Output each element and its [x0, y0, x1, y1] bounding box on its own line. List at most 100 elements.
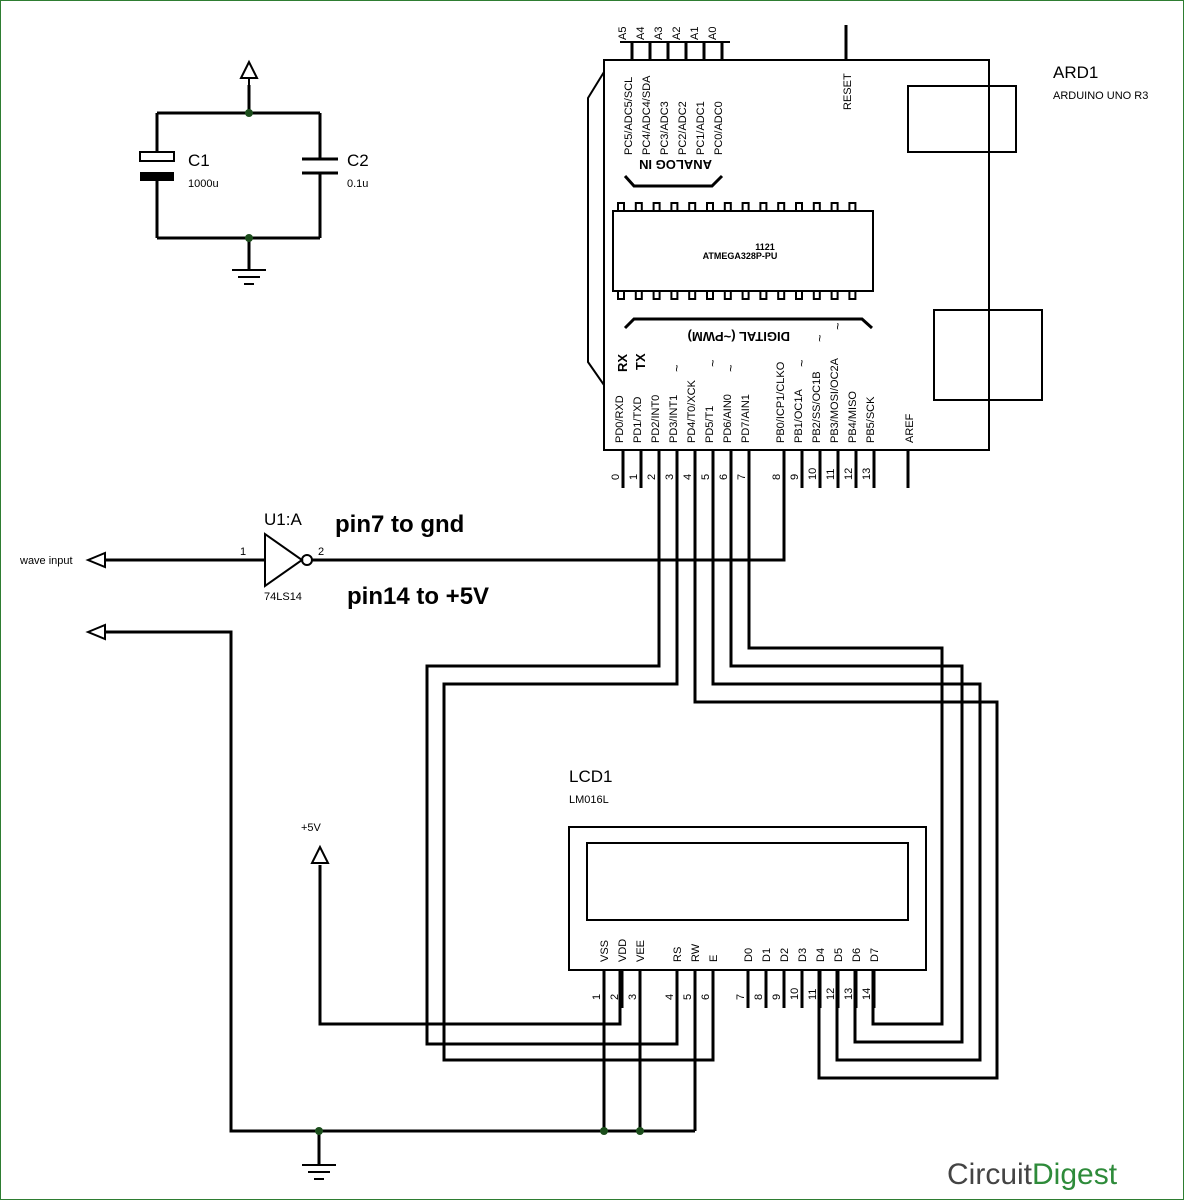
c2-value: 0.1u — [347, 178, 368, 190]
digital-pin-label: PB5/SCK — [865, 396, 877, 443]
digital-pin-number: 1 — [628, 474, 640, 480]
chip-pin — [759, 202, 768, 212]
lcd-pin-number: 11 — [807, 989, 819, 1000]
lcd-pin-number: 7 — [735, 994, 747, 1000]
digital-pin-number: 12 — [843, 468, 855, 480]
lcd-pin-number: 6 — [700, 994, 712, 1000]
power-jack — [933, 309, 1043, 401]
inverter-ref: U1:A — [264, 510, 302, 529]
digital-pin-number: 3 — [664, 474, 676, 480]
analog-header-label: A4 — [635, 27, 647, 40]
analog-header-label: A1 — [689, 27, 701, 40]
chip-pin — [670, 202, 679, 212]
digital-pin-label: PD5/T1 — [704, 406, 716, 443]
chip-pin — [688, 290, 697, 300]
arduino-model: ARDUINO UNO R3 — [1053, 90, 1148, 102]
digital-pin-number: 0 — [610, 474, 622, 480]
lcd-pin-label: D5 — [833, 948, 845, 962]
lcd-pin-number: 4 — [664, 994, 676, 1000]
chip-pin — [617, 202, 625, 212]
power-arrow-icon — [239, 59, 259, 79]
brand-logo: CircuitDigest — [947, 1158, 1118, 1191]
c1-ref: C1 — [188, 151, 210, 170]
c1-plate-bottom — [140, 172, 174, 181]
lcd-pin-number: 12 — [825, 988, 837, 1000]
digital-pin-label: PD4/T0/XCK — [686, 379, 698, 443]
lcd-pin-number: 13 — [843, 988, 855, 1000]
tilde-6: ~ — [723, 364, 738, 372]
digital-pin-number: 5 — [700, 474, 712, 480]
atmega-chip: 1121 ATMEGA328P-PU — [612, 202, 874, 300]
chip-pin — [634, 202, 643, 212]
digital-pin-number: 11 — [825, 469, 837, 480]
digital-pin-label: PD6/AIN0 — [722, 394, 734, 443]
digital-pin-label: PB1/OC1A — [793, 389, 805, 443]
analog-pin-label: PC0/ADC0 — [713, 101, 725, 155]
tilde-11: ~ — [830, 322, 845, 330]
lcd-pin-label: D1 — [761, 948, 773, 962]
arduino-ref: ARD1 — [1053, 63, 1098, 82]
inverter-part: 74LS14 — [264, 591, 302, 603]
digital-pin-label: PD0/RXD — [614, 395, 626, 443]
note-pin14: pin14 to +5V — [347, 583, 489, 610]
power-return-arrow-icon — [85, 623, 106, 641]
digital-pin-number: 9 — [789, 474, 801, 480]
lcd-pin-number: 14 — [861, 988, 873, 1000]
chip-pin — [741, 290, 750, 300]
lcd-pin-label: D7 — [869, 948, 881, 962]
analog-header-label: A2 — [671, 27, 683, 40]
lcd-pin-number: 2 — [609, 994, 621, 1000]
digital-pin-label: PB3/MOSI/OC2A — [829, 357, 841, 443]
lcd-pin-label: D4 — [815, 948, 827, 962]
arduino-outline — [603, 59, 990, 451]
c2-ref: C2 — [347, 151, 369, 170]
inverter-pin-1: 1 — [240, 546, 246, 558]
chip-pin — [830, 290, 839, 300]
lcd-pin-label: VEE — [635, 940, 647, 962]
digital-pin-number: 4 — [682, 474, 694, 480]
analog-pin-label: PC3/ADC3 — [659, 101, 671, 155]
lcd-ref: LCD1 — [569, 767, 612, 786]
c1-plate-top — [139, 151, 175, 162]
chip-pin — [741, 202, 750, 212]
digital-pin-label: PD7/AIN1 — [740, 394, 752, 443]
lcd-model: LM016L — [569, 794, 609, 806]
plus5v-label: +5V — [301, 822, 322, 834]
digital-pin-label: PD2/INT0 — [650, 395, 662, 443]
analog-pin-label: PC5/ADC5/SCL — [623, 77, 635, 155]
reset-label: RESET — [842, 73, 854, 110]
lcd-screen — [586, 842, 909, 921]
tilde-3: ~ — [669, 364, 684, 372]
digital-pin-number: 10 — [807, 468, 819, 480]
lcd-pin-label: VSS — [599, 940, 611, 962]
digital-pin-label: PB0/ICP1/CLKO — [775, 361, 787, 443]
chip-line1: 1121 — [755, 242, 775, 252]
chip-pin — [617, 290, 625, 300]
lcd-pin-number: 5 — [682, 994, 694, 1000]
wave-input-label: wave input — [19, 555, 73, 567]
lcd-pin-number: 1 — [591, 994, 603, 1000]
c1-value: 1000u — [188, 178, 219, 190]
chip-pin — [723, 202, 732, 212]
wiring: +5V — [85, 450, 999, 1180]
chip-pin — [795, 290, 803, 300]
chip-pin — [830, 202, 839, 212]
digital-pin-label: PD3/INT1 — [668, 395, 680, 443]
lcd-pin-label: D2 — [779, 948, 791, 962]
tilde-5: ~ — [705, 359, 720, 367]
wave-input-arrow-icon — [85, 551, 106, 569]
lcd-pin-label: E — [708, 955, 720, 962]
chip-pin — [634, 290, 643, 300]
chip-pin — [723, 290, 732, 300]
chip-pin — [848, 290, 857, 300]
rx-label: RX — [615, 354, 630, 372]
capacitor-section: C1 1000u C2 0.1u — [139, 59, 369, 285]
lcd-pin-label: RW — [690, 943, 702, 962]
brand-part1: Circuit — [947, 1158, 1033, 1191]
chip-pin — [670, 290, 679, 300]
lcd-pin-number: 3 — [627, 994, 639, 1000]
analog-pin-label: PC2/ADC2 — [677, 101, 689, 155]
lcd-pin-label: D6 — [851, 948, 863, 962]
chip-pin — [652, 290, 661, 300]
